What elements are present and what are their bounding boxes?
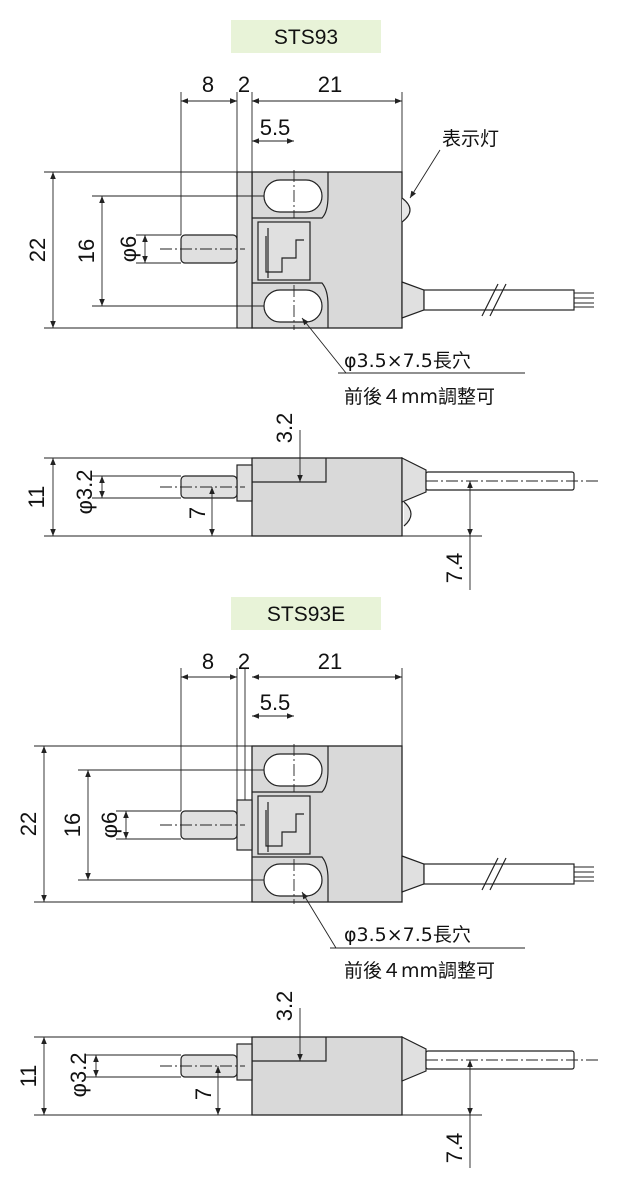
indicator-lamp-side: [403, 501, 412, 527]
dim-height: 22: [25, 238, 50, 262]
mounting-slot-top: [263, 753, 323, 787]
cable: [423, 863, 575, 885]
dim-slot-pitch: 16: [60, 813, 85, 837]
model-sts93e: STS93E 8: [16, 597, 600, 1168]
indicator-lamp: [401, 197, 411, 223]
top-view: 8 2 21 5.5 22 16 φ6 φ3.5×7.5長穴 前後４mm調整可: [16, 649, 594, 982]
sensor-body-side: [251, 1036, 403, 1116]
flange-side: [236, 1043, 253, 1081]
sensor-body-side: [251, 457, 403, 537]
cable-gland-side: [401, 1036, 427, 1082]
model-title: STS93E: [267, 603, 345, 626]
title-box: [231, 597, 381, 630]
dim-slot-pitch: 16: [74, 239, 99, 263]
dim-depth: 11: [16, 1065, 41, 1088]
adjust-note: 前後４mm調整可: [344, 386, 495, 408]
dim-height: 22: [16, 812, 41, 836]
side-view: 11 φ3.2 7 3.2 7.4: [24, 413, 600, 590]
dim-body-length: 21: [318, 649, 342, 674]
dim-slot-offset: 5.5: [260, 115, 291, 140]
dim-pin-length: 8: [202, 72, 214, 97]
title-box: [231, 20, 381, 53]
dim-pin-height: 7: [191, 1088, 216, 1100]
dim-pin-length: 8: [202, 649, 214, 674]
switch-window: [257, 795, 311, 855]
dim-depth: 11: [24, 486, 49, 509]
dim-pin-diameter: φ6: [116, 236, 141, 263]
mounting-slot-bottom: [263, 289, 323, 323]
cable-gland: [401, 855, 425, 893]
adjust-note: 前後４mm調整可: [344, 960, 495, 982]
dim-body-length: 21: [318, 72, 342, 97]
dim-slot-offset: 5.5: [260, 690, 291, 715]
dim-cable-height: 7.4: [442, 553, 467, 584]
slot-note: φ3.5×7.5長穴: [344, 350, 471, 372]
dim-cable-height: 7.4: [442, 1133, 467, 1164]
cable: [423, 289, 575, 311]
flange-side: [236, 464, 253, 502]
dim-pin-diameter: φ6: [97, 812, 122, 839]
model-title: STS93: [274, 26, 338, 49]
dim-pin-diameter-side: φ3.2: [72, 470, 97, 515]
mounting-slot-top: [263, 179, 323, 213]
dim-flange: 2: [238, 649, 250, 674]
switch-window: [257, 221, 311, 281]
mounting-flange: [236, 171, 253, 329]
indicator-label: 表示灯: [442, 128, 499, 150]
dim-slot-depth: 3.2: [272, 991, 297, 1022]
model-sts93: STS93: [24, 20, 600, 590]
dim-flange: 2: [238, 72, 250, 97]
top-view: 8 2 21 5.5 22 16 φ6 表示灯: [25, 72, 594, 408]
cable-gland-side: [401, 457, 427, 503]
mounting-slot-bottom: [263, 863, 323, 897]
cable-gland: [401, 281, 425, 319]
slot-note: φ3.5×7.5長穴: [344, 924, 471, 946]
side-view: 11 φ3.2 7 3.2 7.4: [16, 991, 600, 1168]
dim-pin-diameter-side: φ3.2: [66, 1053, 91, 1098]
dim-slot-depth: 3.2: [272, 413, 297, 444]
dim-pin-height: 7: [185, 507, 210, 519]
